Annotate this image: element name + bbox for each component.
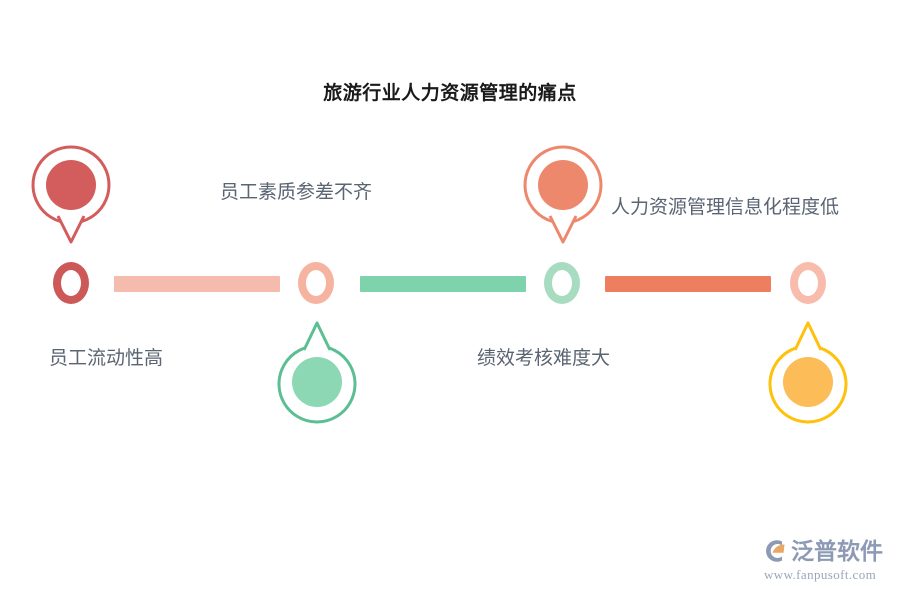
timeline-bar-1: [114, 276, 280, 292]
timeline-node-1[interactable]: [53, 262, 89, 304]
timeline-node-3[interactable]: [544, 262, 580, 304]
fanpu-logo-icon: [766, 540, 785, 562]
label-hr-informatization: 人力资源管理信息化程度低: [610, 197, 839, 218]
watermark-url: www.fanpusoft.com: [764, 567, 877, 582]
timeline-bar-2: [360, 276, 526, 292]
label-employee-turnover: 员工流动性高: [49, 348, 164, 369]
timeline-node-2[interactable]: [298, 262, 334, 304]
watermark-brand: 泛普软件: [791, 538, 883, 564]
pin-salmon-marker[interactable]: [517, 142, 609, 246]
label-performance-review: 绩效考核难度大: [477, 348, 611, 369]
pin-red-marker[interactable]: [25, 142, 117, 246]
pin-yellow-marker[interactable]: [762, 318, 854, 424]
page-title: 旅游行业人力资源管理的痛点: [323, 83, 577, 104]
timeline-bar-3: [605, 276, 771, 292]
timeline-node-4[interactable]: [790, 262, 826, 304]
watermark: 泛普软件 www.fanpusoft.com: [762, 536, 894, 588]
pin-green-marker[interactable]: [271, 318, 363, 424]
timeline-axis: [0, 262, 900, 306]
label-staff-quality: 员工素质参差不齐: [220, 182, 373, 203]
